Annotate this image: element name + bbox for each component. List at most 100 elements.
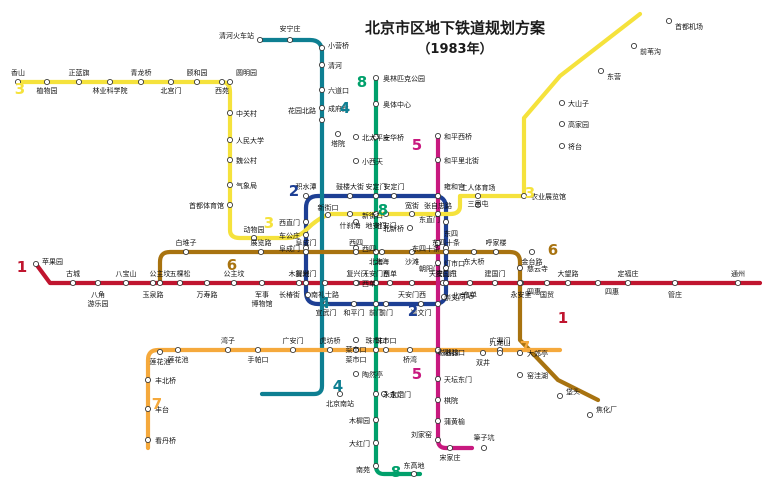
station-dot[interactable] — [318, 104, 326, 112]
station-dot[interactable] — [137, 78, 145, 86]
station-dot[interactable] — [226, 156, 234, 164]
station-dot[interactable] — [372, 300, 380, 308]
station-dot[interactable] — [408, 210, 416, 218]
station-dot[interactable] — [43, 78, 51, 86]
station-dot[interactable] — [406, 346, 414, 354]
station-dot[interactable] — [258, 279, 266, 287]
station-dot[interactable] — [226, 201, 234, 209]
station-dot[interactable] — [326, 346, 334, 354]
station-dot[interactable] — [94, 279, 102, 287]
station-dot[interactable] — [520, 192, 528, 200]
station-dot[interactable] — [149, 279, 157, 287]
station-dot[interactable] — [474, 201, 482, 209]
station-dot[interactable] — [434, 436, 442, 444]
station-dot[interactable] — [352, 346, 360, 354]
station-dot[interactable] — [350, 300, 358, 308]
station-dot[interactable] — [302, 231, 310, 239]
station-dot[interactable] — [372, 192, 380, 200]
station-dot[interactable] — [352, 218, 360, 226]
station-dot[interactable] — [446, 444, 454, 452]
station-dot[interactable] — [144, 405, 152, 413]
station-dot[interactable] — [440, 293, 448, 301]
station-dot[interactable] — [442, 248, 450, 256]
station-dot[interactable] — [182, 248, 190, 256]
station-dot[interactable] — [352, 248, 360, 256]
station-dot[interactable] — [352, 133, 360, 141]
station-dot[interactable] — [372, 462, 380, 470]
station-dot[interactable] — [382, 210, 390, 218]
station-dot[interactable] — [492, 248, 500, 256]
station-dot[interactable] — [410, 470, 418, 478]
station-dot[interactable] — [372, 390, 380, 398]
station-dot[interactable] — [302, 279, 310, 287]
station-dot[interactable] — [442, 279, 450, 287]
station-dot[interactable] — [390, 192, 398, 200]
station-dot[interactable] — [302, 218, 310, 226]
station-dot[interactable] — [386, 279, 394, 287]
station-dot[interactable] — [75, 78, 83, 86]
station-dot[interactable] — [372, 133, 380, 141]
station-dot[interactable] — [543, 279, 551, 287]
station-dot[interactable] — [597, 67, 605, 75]
station-dot[interactable] — [408, 248, 416, 256]
station-dot[interactable] — [516, 279, 524, 287]
station-dot[interactable] — [289, 346, 297, 354]
station-dot[interactable] — [474, 192, 482, 200]
station-dot[interactable] — [466, 279, 474, 287]
station-dot[interactable] — [556, 392, 564, 400]
station-dot[interactable] — [372, 346, 380, 354]
station-dot[interactable] — [434, 239, 442, 247]
station-dot[interactable] — [176, 279, 184, 287]
station-dot[interactable] — [665, 17, 673, 25]
station-dot[interactable] — [516, 371, 524, 379]
station-dot[interactable] — [372, 74, 380, 82]
station-dot[interactable] — [156, 348, 164, 356]
station-dot[interactable] — [434, 259, 442, 267]
station-dot[interactable] — [144, 436, 152, 444]
station-dot[interactable] — [203, 279, 211, 287]
station-dot[interactable] — [558, 142, 566, 150]
station-dot[interactable] — [434, 210, 442, 218]
station-dot[interactable] — [671, 279, 679, 287]
station-dot[interactable] — [324, 211, 332, 219]
station-dot[interactable] — [480, 444, 488, 452]
station-dot[interactable] — [558, 120, 566, 128]
station-dot[interactable] — [434, 156, 442, 164]
station-dot[interactable] — [434, 396, 442, 404]
station-dot[interactable] — [226, 78, 234, 86]
metro-line-line3[interactable] — [15, 11, 643, 241]
station-dot[interactable] — [254, 346, 262, 354]
station-dot[interactable] — [382, 300, 390, 308]
station-dot[interactable] — [382, 346, 390, 354]
station-dot[interactable] — [304, 291, 312, 299]
station-dot[interactable] — [122, 279, 130, 287]
station-dot[interactable] — [564, 279, 572, 287]
station-dot[interactable] — [372, 279, 380, 287]
station-dot[interactable] — [69, 279, 77, 287]
station-dot[interactable] — [302, 192, 310, 200]
station-dot[interactable] — [442, 218, 450, 226]
station-dot[interactable] — [230, 279, 238, 287]
station-dot[interactable] — [257, 248, 265, 256]
station-dot[interactable] — [218, 78, 226, 86]
station-dot[interactable] — [226, 109, 234, 117]
station-dot[interactable] — [295, 279, 303, 287]
station-dot[interactable] — [322, 300, 330, 308]
station-dot[interactable] — [321, 279, 329, 287]
station-dot[interactable] — [106, 78, 114, 86]
station-dot[interactable] — [594, 279, 602, 287]
station-dot[interactable] — [408, 279, 416, 287]
station-dot[interactable] — [624, 279, 632, 287]
station-dot[interactable] — [346, 210, 354, 218]
station-dot[interactable] — [302, 248, 310, 256]
metro-line-line8[interactable] — [373, 75, 423, 477]
metro-line-line7[interactable] — [145, 347, 563, 451]
station-dot[interactable] — [479, 349, 487, 357]
station-dot[interactable] — [734, 279, 742, 287]
station-dot[interactable] — [318, 44, 326, 52]
station-dot[interactable] — [144, 376, 152, 384]
station-dot[interactable] — [14, 78, 22, 86]
station-dot[interactable] — [256, 36, 264, 44]
station-dot[interactable] — [516, 264, 524, 272]
station-dot[interactable] — [434, 375, 442, 383]
